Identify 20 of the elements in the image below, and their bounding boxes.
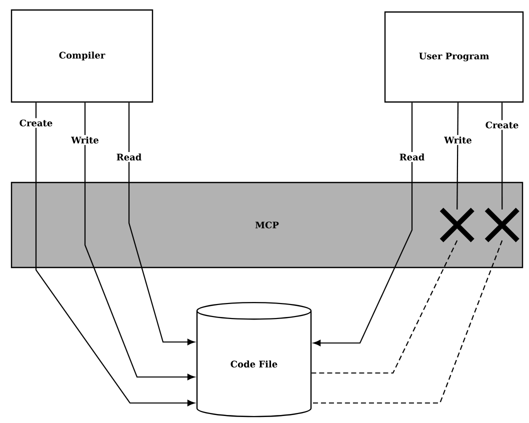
edge-label: Write xyxy=(442,135,474,145)
edge-label: Create xyxy=(18,118,54,128)
file-cylinder: Code File xyxy=(196,302,312,418)
connector-line xyxy=(501,102,503,210)
arrow xyxy=(35,102,195,406)
arrow xyxy=(84,102,195,380)
cross-mark xyxy=(484,207,520,243)
connector-line xyxy=(312,240,458,374)
connector-line xyxy=(456,102,459,210)
edge-label: Read xyxy=(398,152,426,162)
layer-band: MCP xyxy=(10,182,524,268)
arrow xyxy=(313,102,413,346)
process-box: User Program xyxy=(384,11,524,103)
edge-label: Create xyxy=(484,120,520,130)
arrow xyxy=(128,102,195,346)
cross-mark xyxy=(439,207,476,243)
connector-line xyxy=(312,240,503,404)
process-box: Compiler xyxy=(10,9,154,103)
edge-label: Read xyxy=(114,152,144,162)
edge-label: Write xyxy=(70,135,100,145)
